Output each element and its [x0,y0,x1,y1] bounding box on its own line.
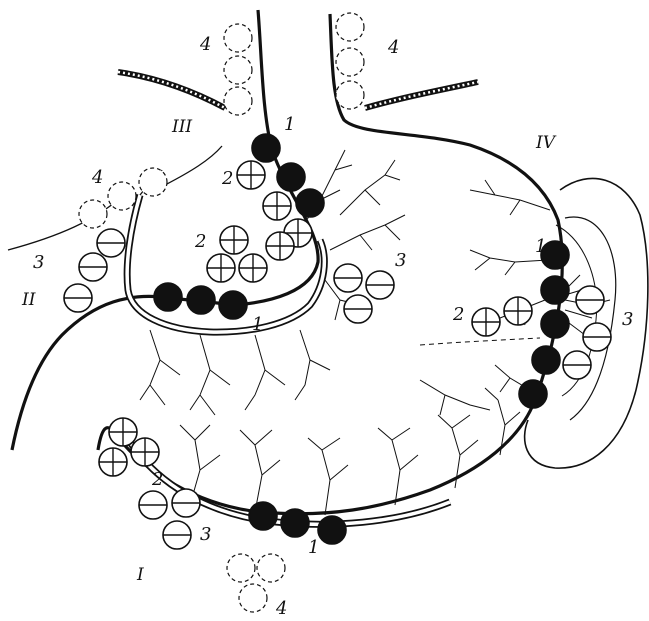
node-dashed [224,87,252,115]
label-1-bottom: 1 [308,537,319,558]
node-barred [64,284,92,312]
label-3-right: 3 [622,309,633,330]
node-solid [277,163,305,191]
greater-curvature-outline [98,14,562,514]
node-solid [219,291,247,319]
diaphragm-left [118,72,225,108]
node-dashed [239,584,267,612]
node-solid [252,134,280,162]
node-dashed [257,554,285,582]
node-solid [541,310,569,338]
node-crossed [266,232,294,260]
node-solid [249,502,277,530]
node-crossed [237,161,265,189]
node-dashed [79,200,107,228]
node-dashed [336,81,364,109]
node-barred [139,491,167,519]
label-4-left: 4 [91,167,103,188]
node-solid [296,189,324,217]
label-roman-III: III [171,117,192,137]
node-solid [187,286,215,314]
label-4-bottom: 4 [275,598,287,619]
node-dashed [139,168,167,196]
lymph-vessel-greater [118,420,450,524]
node-solid [318,516,346,544]
diaphragm-right [365,82,478,108]
node-barred [79,253,107,281]
node-solid [154,283,182,311]
node-barred [583,323,611,351]
node-dashed [336,13,364,41]
vessel-line-upper [165,146,222,185]
node-barred [563,351,591,379]
label-3-left: 3 [33,252,44,273]
node-barred [97,229,125,257]
node-dashed [224,56,252,84]
label-1-right: 1 [535,236,546,257]
label-2-mid: 2 [194,231,206,252]
dashed-vessel-right [420,338,540,345]
node-dashed [108,182,136,210]
label-3-center: 3 [395,250,406,271]
lesser-curvature-outline [12,10,318,450]
node-solid [281,509,309,537]
label-4-top-right: 4 [387,37,399,58]
label-1-top: 1 [284,114,295,135]
node-barred [576,286,604,314]
node-crossed [472,308,500,336]
node-barred [172,489,200,517]
node-dashed [336,48,364,76]
label-3-bottom: 3 [200,524,211,545]
label-2-right: 2 [452,304,464,325]
node-crossed [220,226,248,254]
node-crossed [504,297,532,325]
node-crossed [109,418,137,446]
node-solid [532,346,560,374]
label-2-top: 2 [221,168,233,189]
node-dashed [227,554,255,582]
node-crossed [207,254,235,282]
label-roman-I: I [136,565,144,585]
node-crossed [263,192,291,220]
node-crossed [131,438,159,466]
node-crossed [99,448,127,476]
node-crossed [239,254,267,282]
node-barred [344,295,372,323]
label-4-top-left: 4 [199,34,211,55]
label-roman-IV: IV [535,133,557,153]
label-2-bottom: 2 [151,469,163,490]
node-barred [334,264,362,292]
label-roman-II: II [21,290,36,310]
node-barred [163,521,191,549]
node-barred [366,271,394,299]
label-1-lesser: 1 [252,314,263,335]
node-solid [519,380,547,408]
node-solid [541,276,569,304]
node-dashed [224,24,252,52]
